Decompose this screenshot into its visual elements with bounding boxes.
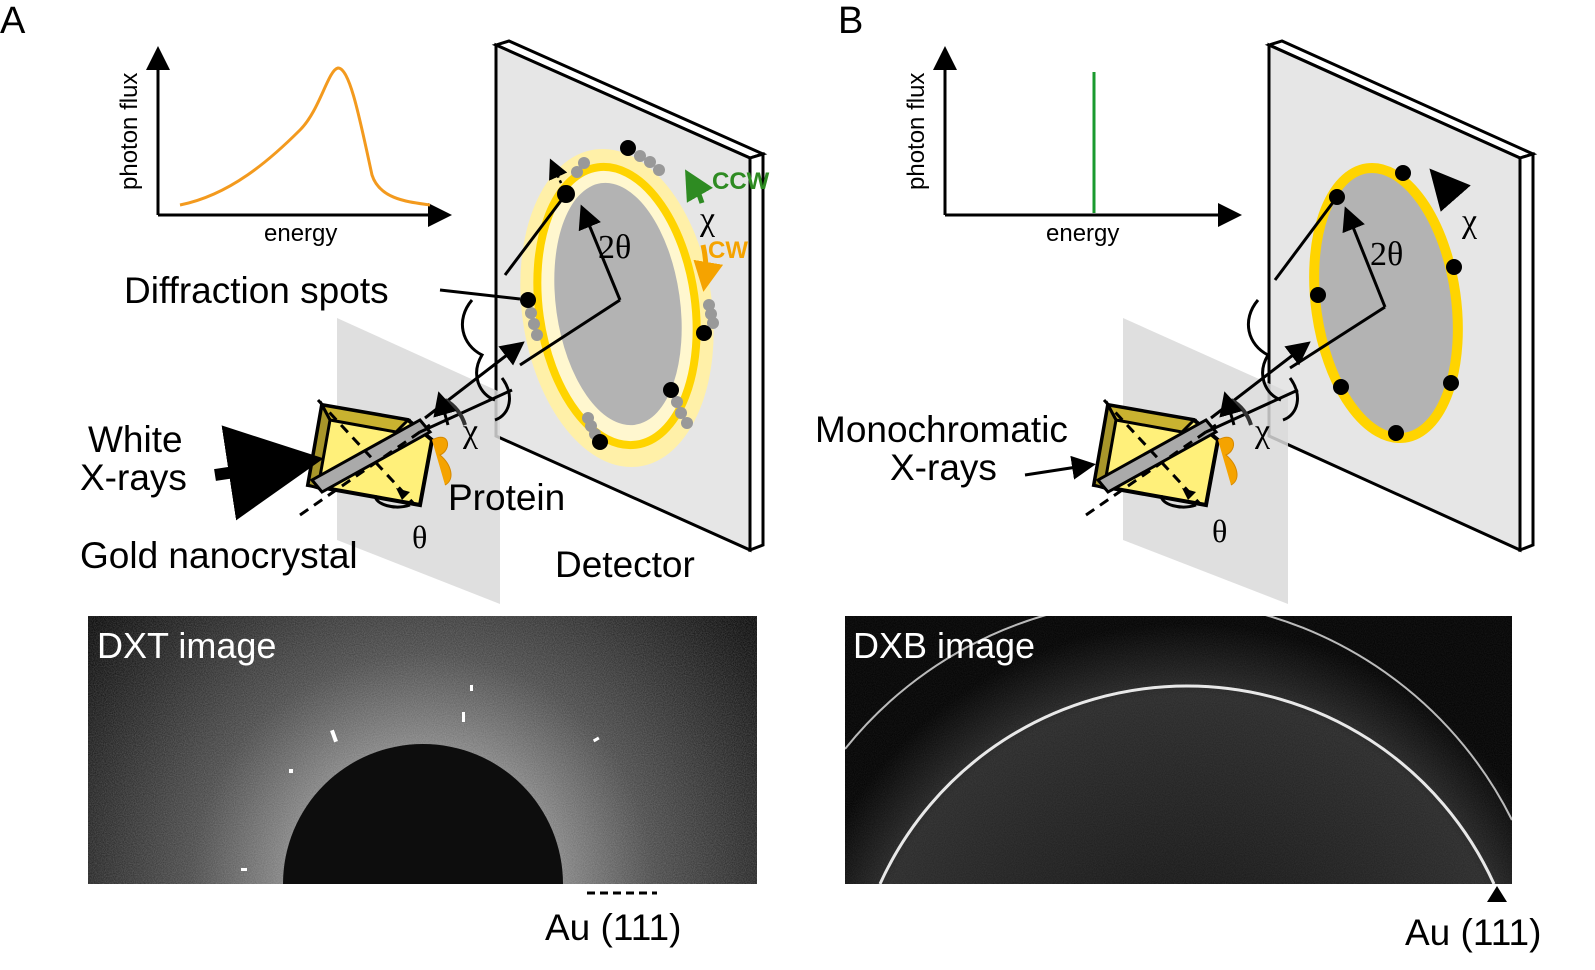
beam-stop-shadow — [283, 744, 563, 884]
detector-a: 2θ CCW χ CW — [491, 39, 770, 553]
x-axis-label: energy — [1046, 220, 1119, 247]
chi-label-detector-b: χ — [1461, 203, 1477, 240]
two-theta-label: 2θ — [1370, 236, 1403, 273]
rotation-arrow — [1429, 168, 1471, 212]
beam-stop-area — [554, 182, 682, 426]
au111-ring — [878, 684, 1496, 884]
dxt-image — [88, 616, 757, 884]
dxb-image-title: DXB image — [853, 625, 1035, 666]
au111-label-b: Au (111) — [1405, 912, 1541, 953]
dxb-image — [845, 616, 1512, 884]
ccw-arrow — [685, 169, 713, 204]
theta-label-b: θ — [1212, 513, 1227, 549]
gold-nanocrystal-b — [1085, 341, 1311, 517]
xrays-label-a: X-rays — [80, 457, 187, 498]
detector-b: 2θ χ — [1264, 39, 1538, 553]
protein-label: Protein — [448, 477, 565, 518]
bracket-left — [461, 299, 496, 402]
gold-nanocrystal-a — [299, 341, 525, 517]
au111-triangle-marker — [1487, 886, 1507, 902]
white-spectrum-curve — [179, 66, 431, 207]
protein-icon — [431, 436, 452, 486]
spot-trails — [525, 150, 719, 440]
chi-label-crystal-b: χ — [1254, 413, 1270, 450]
protein-icon — [1217, 436, 1238, 486]
y-axis-label: photon flux — [116, 73, 143, 190]
monochromatic-label: Monochromatic — [815, 409, 1068, 450]
white-xray-beam — [214, 425, 324, 521]
gold-nanocrystal-label: Gold nanocrystal — [80, 535, 358, 576]
xrays-label-b: X-rays — [890, 447, 997, 488]
x-axis-label: energy — [264, 220, 337, 247]
monochromatic-xray-beam — [1024, 455, 1096, 480]
outer-ring — [845, 616, 1512, 821]
diffraction-spots — [520, 140, 712, 450]
cw-arrow — [693, 244, 724, 292]
diffraction-specks — [241, 685, 600, 871]
panel-b: B photon flux energy 2θ χ — [815, 0, 1541, 953]
panel-a: A photon flux energy — [0, 0, 770, 948]
panel-label-a: A — [0, 0, 26, 42]
white-label: White — [88, 419, 183, 460]
debye-ring — [1309, 162, 1463, 444]
ccw-label: CCW — [712, 168, 770, 195]
two-theta-label: 2θ — [598, 229, 631, 266]
theta-label-a: θ — [412, 519, 427, 555]
diffraction-spots-label: Diffraction spots — [124, 270, 389, 311]
spectrum-chart-a: photon flux energy — [116, 46, 452, 247]
y-axis-label: photon flux — [903, 73, 930, 190]
detector-label: Detector — [555, 544, 695, 585]
chi-label-crystal-a: χ — [462, 413, 478, 450]
cw-label: CW — [708, 237, 748, 264]
chi-label-detector: χ — [699, 201, 715, 238]
dxt-image-title: DXT image — [97, 625, 276, 666]
au111-label-a: Au (111) — [545, 907, 681, 948]
panel-label-b: B — [838, 0, 863, 42]
spectrum-chart-b: photon flux energy — [903, 46, 1242, 247]
